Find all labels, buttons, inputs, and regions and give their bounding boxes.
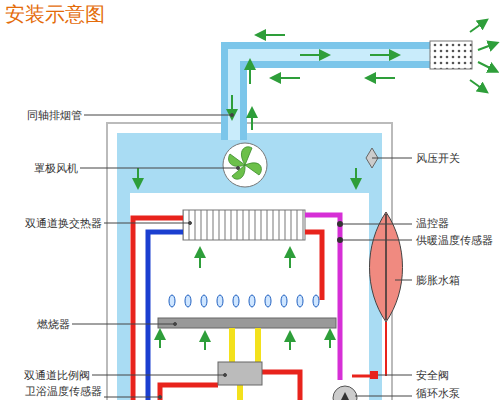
diagram-title: 安装示意图 xyxy=(5,2,105,26)
part-label: 卫浴温度传感器 xyxy=(25,385,102,398)
part-label: 膨胀水箱 xyxy=(416,274,460,287)
part-label: 同轴排烟管 xyxy=(27,109,82,122)
part-label: 循环水泵 xyxy=(416,387,460,400)
part-label: 罩极风机 xyxy=(34,162,78,175)
part-label: 安全阀 xyxy=(416,369,449,382)
part-label: 双通道比例阀 xyxy=(24,369,90,382)
part-label: 双通道换交热器 xyxy=(25,217,102,230)
part-label: 温控器 xyxy=(416,217,449,230)
part-label: 风压开关 xyxy=(416,152,460,165)
part-label: 供暖温度传感器 xyxy=(416,234,493,247)
part-label: 燃烧器 xyxy=(37,318,70,331)
